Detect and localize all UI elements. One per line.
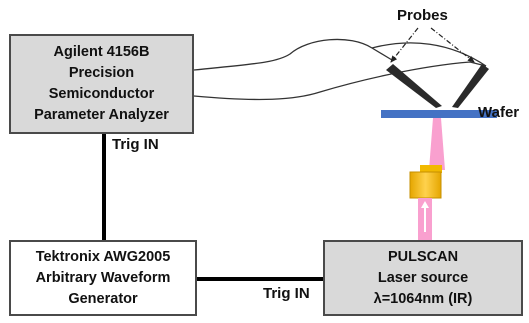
lens-housing-cap (420, 165, 442, 173)
probes-pointer-right (430, 27, 475, 63)
laser-line-1: PULSCAN (387, 248, 459, 265)
beam-direction-arrow-head (421, 201, 429, 208)
lens-housing (409, 171, 442, 199)
probe-cable-upper (193, 38, 393, 71)
analyzer-line-1: Agilent 4156B (53, 44, 150, 60)
awg-line-1: Tektronix AWG2005 (35, 248, 171, 265)
probe-needle-left (386, 64, 442, 108)
laser-line-2: Laser source (377, 269, 469, 286)
trig-in-analyzer-label: Trig IN (112, 136, 159, 153)
probes-pointer-left (390, 27, 419, 63)
probe-needle-right (452, 64, 489, 108)
analyzer-line-4: Parameter Analyzer (34, 107, 169, 123)
awg-line-3: Generator (68, 290, 138, 307)
wafer (381, 110, 497, 118)
parameter-analyzer-box: Agilent 4156B Precision Semiconductor Pa… (9, 34, 194, 134)
analyzer-line-3: Semiconductor (48, 86, 155, 102)
probes-label: Probes (397, 7, 448, 24)
laser-beam-focused (429, 118, 445, 170)
wafer-label: Wafer (478, 104, 520, 121)
analyzer-line-2: Precision (68, 65, 135, 81)
probe-cable-lower (193, 61, 487, 101)
trig-in-laser-label: Trig IN (263, 285, 310, 302)
waveform-generator-box: Tektronix AWG2005 Arbitrary Waveform Gen… (9, 240, 197, 316)
awg-line-2: Arbitrary Waveform (35, 269, 171, 286)
laser-source-box: PULSCAN Laser source λ=1064nm (IR) (323, 240, 523, 316)
laser-line-3: λ=1064nm (IR) (373, 290, 473, 307)
